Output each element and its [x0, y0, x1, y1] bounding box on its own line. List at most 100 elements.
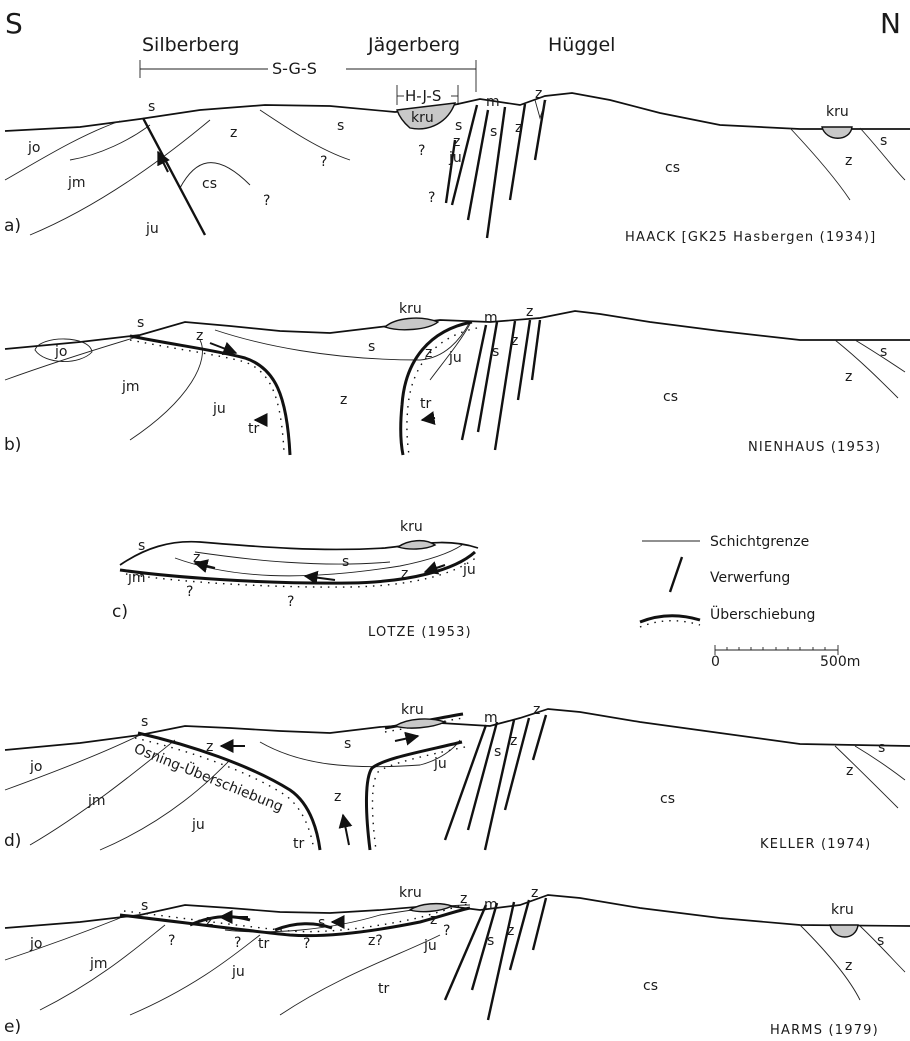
unit-label-kru: kru — [399, 301, 422, 317]
scale-end: 500m — [820, 654, 860, 670]
north-label: N — [880, 7, 901, 40]
south-label: S — [5, 7, 23, 40]
unit-label-q: ? — [168, 933, 175, 949]
unit-label-s: s — [487, 933, 494, 949]
unit-label-s: s — [880, 133, 887, 149]
panel-e-source: HARMS (1979) — [770, 1023, 879, 1038]
unit-label-s: s — [880, 344, 887, 360]
unit-label-s: s — [344, 736, 351, 752]
unit-label-z: z — [511, 333, 518, 349]
unit-label-ju: ju — [462, 562, 476, 578]
hjs-label: H-J-S — [405, 87, 441, 105]
unit-label-kru: kru — [831, 902, 854, 918]
unit-label-ju: ju — [423, 938, 437, 954]
hjs-bracket: H-J-S — [397, 85, 458, 105]
unit-label-ju: ju — [212, 401, 226, 417]
unit-label-q: ? — [320, 154, 327, 170]
unit-label-m: m — [484, 897, 498, 913]
unit-label-cs: cs — [663, 389, 678, 405]
unit-label-tr: tr — [248, 421, 259, 437]
unit-label-q: ? — [428, 190, 435, 206]
unit-label-jm: jm — [87, 793, 106, 809]
legend: Schichtgrenze Verwerfung Überschiebung 0… — [640, 534, 860, 670]
panel-d-source: KELLER (1974) — [760, 837, 871, 852]
unit-label-jo: jo — [29, 759, 42, 775]
unit-label-s: s — [490, 124, 497, 140]
unit-label-cs: cs — [643, 978, 658, 994]
unit-label-jo: jo — [27, 140, 40, 156]
unit-label-z: z — [206, 739, 213, 755]
unit-label-s: s — [368, 339, 375, 355]
place-jaegerberg: Jägerberg — [367, 34, 460, 56]
unit-label-kru: kru — [826, 104, 849, 120]
unit-label-q: ? — [418, 143, 425, 159]
unit-label-kru: kru — [400, 519, 423, 535]
place-silberberg: Silberberg — [142, 34, 239, 56]
unit-label-s: s — [455, 118, 462, 134]
unit-label-z: z — [334, 789, 341, 805]
unit-label-jm: jm — [67, 175, 86, 191]
legend-fault-label: Verwerfung — [710, 570, 790, 586]
unit-label-jm: jm — [127, 570, 146, 586]
panel-b-source: NIENHAUS (1953) — [748, 440, 881, 455]
unit-label-s: s — [877, 933, 884, 949]
unit-label-s: s — [337, 118, 344, 134]
unit-label-z: z — [533, 702, 540, 718]
unit-label-jm: jm — [121, 379, 140, 395]
unit-label-z: z — [845, 958, 852, 974]
unit-label-z: z — [193, 550, 200, 566]
unit-label-z: z — [531, 885, 538, 901]
unit-label-z: z — [230, 125, 237, 141]
unit-label-tr: tr — [378, 981, 389, 997]
panel-a-source: HAACK [GK25 Hasbergen (1934)] — [625, 230, 876, 245]
panel-e-letter: e) — [4, 1017, 21, 1037]
unit-label-z: z — [196, 328, 203, 344]
unit-label-zq: z? — [368, 933, 383, 949]
unit-label-q: ? — [303, 936, 310, 952]
unit-label-ju: ju — [231, 964, 245, 980]
unit-label-jo: jo — [29, 936, 42, 952]
unit-label-q: ? — [234, 935, 241, 951]
unit-label-z: z — [845, 153, 852, 169]
unit-label-ju: ju — [448, 150, 462, 166]
scale-bar: 0 500m — [711, 645, 860, 670]
unit-label-cs: cs — [660, 791, 675, 807]
panel-b: jo jm ju tr z s z s kru z ju tr m s z z … — [4, 301, 910, 455]
panel-a-letter: a) — [4, 216, 21, 236]
panel-a: jo jm ju z cs ? ? s s kru ? ? s z ju m s… — [4, 86, 910, 245]
unit-label-ju: ju — [145, 221, 159, 237]
unit-label-ju: ju — [191, 817, 205, 833]
unit-label-cs: cs — [665, 160, 680, 176]
unit-label-s: s — [141, 898, 148, 914]
unit-label-jm: jm — [89, 956, 108, 972]
place-hueggel: Hüggel — [548, 34, 615, 56]
legend-bed-boundary-label: Schichtgrenze — [710, 534, 809, 550]
panel-d-letter: d) — [4, 831, 21, 851]
panel-c: s jm z s kru z ju ? ? c) LOTZE (1953) — [112, 519, 478, 640]
unit-label-z: z — [453, 134, 460, 150]
unit-label-ju: ju — [433, 756, 447, 772]
unit-label-q: ? — [443, 923, 450, 939]
unit-label-z: z — [401, 566, 408, 582]
unit-label-kru: kru — [411, 110, 434, 126]
unit-label-cs: cs — [202, 176, 217, 192]
panel-b-letter: b) — [4, 435, 21, 455]
unit-label-s: s — [148, 99, 155, 115]
unit-label-s: s — [318, 915, 325, 931]
legend-thrust-label: Überschiebung — [710, 605, 815, 623]
unit-label-z: z — [460, 891, 467, 907]
unit-label-q: ? — [263, 193, 270, 209]
panel-c-letter: c) — [112, 602, 128, 622]
unit-label-z: z — [526, 304, 533, 320]
unit-label-s: s — [137, 315, 144, 331]
legend-fault-symbol — [670, 557, 682, 592]
unit-label-z: z — [206, 913, 213, 929]
unit-label-z: z — [535, 86, 542, 102]
unit-label-s: s — [138, 538, 145, 554]
unit-label-s: s — [494, 744, 501, 760]
panel-e: jo jm ju tr z s ? ? tr ? s z? kru z z ? … — [4, 885, 910, 1038]
unit-label-m: m — [484, 710, 498, 726]
unit-label-z: z — [507, 923, 514, 939]
unit-label-z: z — [845, 369, 852, 385]
